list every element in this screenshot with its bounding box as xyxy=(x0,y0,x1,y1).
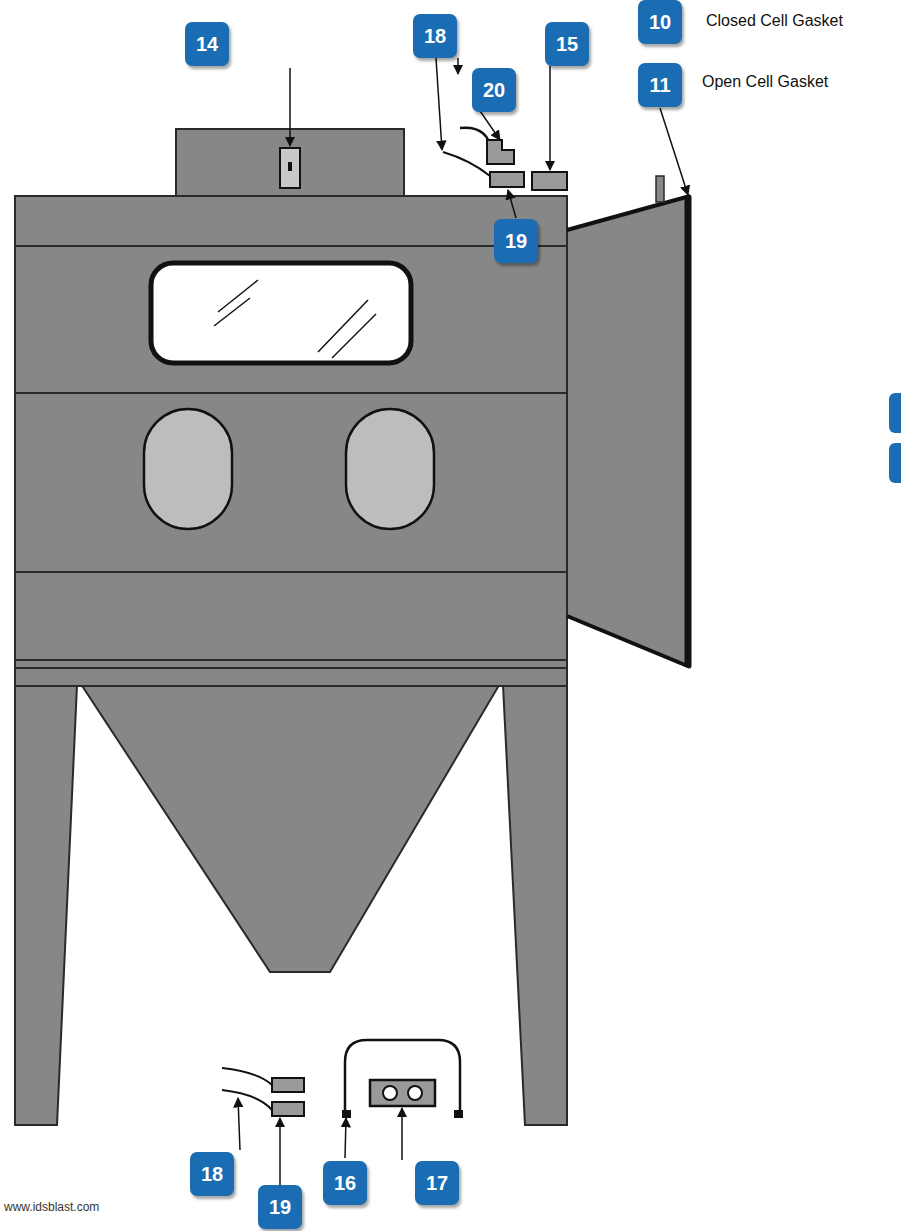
callout-number: 17 xyxy=(415,1161,459,1205)
callout-number: 18 xyxy=(413,14,457,58)
callout-number: 18 xyxy=(190,1152,234,1196)
callout-number: 14 xyxy=(185,22,229,66)
callout-number: 19 xyxy=(258,1185,302,1229)
part-name: Open Cell Gasket xyxy=(702,73,828,91)
callout-number: 11 xyxy=(638,63,682,107)
callout-number: 16 xyxy=(323,1161,367,1205)
callout-number: 10 xyxy=(638,0,682,44)
watermark: www.idsblast.com xyxy=(4,1200,99,1214)
callout-number: 15 xyxy=(545,22,589,66)
callout-number: 20 xyxy=(472,68,516,112)
callout-number: 19 xyxy=(494,219,538,263)
part-name: Closed Cell Gasket xyxy=(706,12,843,30)
